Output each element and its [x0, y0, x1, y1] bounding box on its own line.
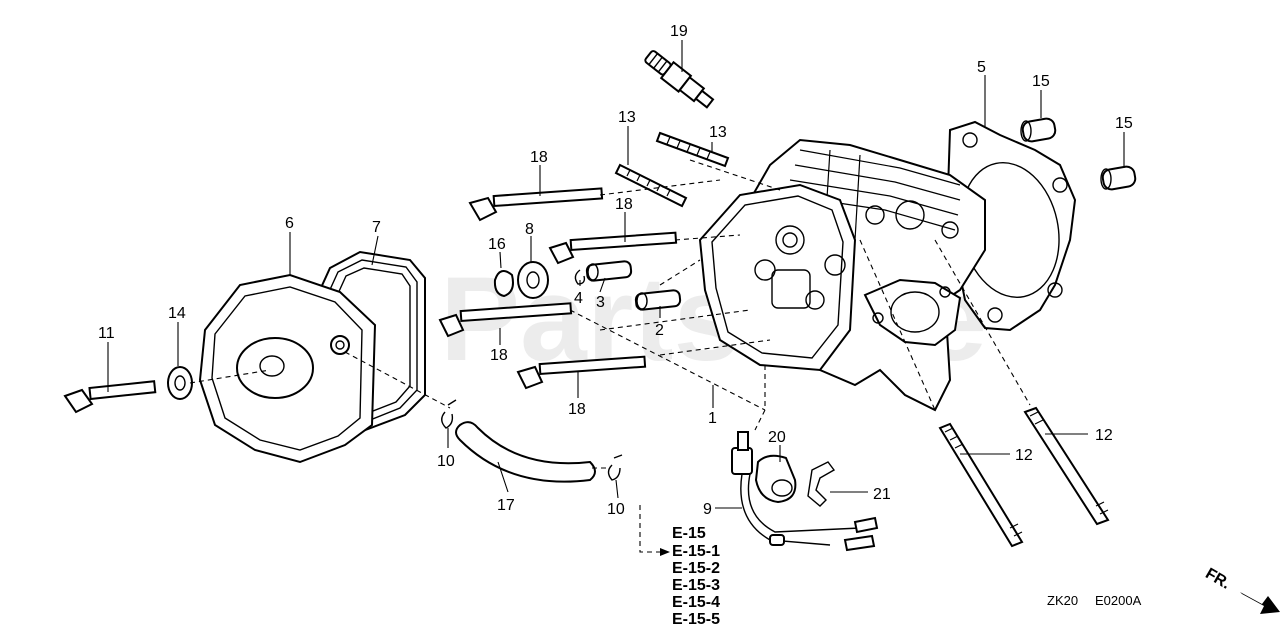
collar — [634, 289, 682, 311]
spark-plug — [644, 50, 715, 109]
reference-e15-2: E-15-2 — [672, 560, 720, 577]
collar — [585, 260, 633, 282]
reference-arrow — [660, 548, 670, 556]
callout-11: 11 — [98, 325, 115, 342]
callout-12a: 12 — [1095, 427, 1113, 444]
callout-13a: 13 — [618, 109, 636, 126]
callout-12b: 12 — [1015, 447, 1033, 464]
flange-bolt — [548, 231, 678, 265]
callout-18b: 18 — [615, 196, 633, 213]
callout-18d: 18 — [568, 401, 586, 418]
head-cover-gasket — [698, 183, 857, 372]
dowel-pin — [1100, 165, 1137, 191]
flange-bolt — [468, 187, 604, 222]
flange-bolt — [516, 355, 647, 390]
callout-17: 17 — [497, 497, 515, 514]
front-direction-indicator: FR. — [1202, 565, 1280, 614]
callout-13b: 13 — [709, 124, 727, 141]
callout-5: 5 — [977, 59, 986, 76]
reference-e15-4: E-15-4 — [672, 594, 720, 611]
head-bolt — [1023, 406, 1110, 526]
front-label: FR. — [1202, 565, 1233, 593]
callout-16: 16 — [488, 236, 506, 253]
washer — [493, 270, 514, 298]
head-cover-washer — [167, 366, 193, 400]
callout-15b: 15 — [1115, 115, 1133, 132]
flange-bolt — [438, 302, 573, 338]
reference-list: E-15 E-15-1 E-15-2 E-15-3 E-15-4 E-15-5 — [672, 525, 720, 628]
callout-9: 9 — [703, 501, 712, 518]
callout-21: 21 — [873, 486, 891, 503]
callout-18a: 18 — [530, 149, 548, 166]
tube-clip — [607, 454, 623, 481]
dowel-pin — [1020, 117, 1057, 143]
diagram-code-2: E0200A — [1095, 593, 1142, 608]
reference-e15: E-15 — [672, 525, 706, 542]
callout-10a: 10 — [437, 453, 455, 470]
callout-1: 1 — [708, 410, 717, 427]
callout-14: 14 — [168, 305, 186, 322]
head-bolt — [938, 422, 1024, 548]
leader-lines — [107, 40, 1125, 553]
callout-3: 3 — [596, 294, 605, 311]
callout-4: 4 — [574, 290, 583, 307]
callout-19: 19 — [670, 23, 688, 40]
callout-15a: 15 — [1032, 73, 1050, 90]
reference-e15-5: E-15-5 — [672, 611, 720, 628]
callout-18c: 18 — [490, 347, 508, 364]
reference-e15-1: E-15-1 — [672, 543, 720, 560]
callout-10b: 10 — [607, 501, 625, 518]
callout-2: 2 — [655, 322, 664, 339]
head-cover — [198, 273, 377, 464]
front-arrow-icon — [1240, 592, 1280, 614]
tube-clip — [441, 399, 457, 429]
clip — [574, 269, 586, 285]
grommet — [754, 454, 797, 504]
oil-level-switch — [731, 431, 879, 552]
breather-tube — [455, 421, 596, 483]
stud-bolt — [655, 131, 730, 168]
seal-washer — [517, 261, 549, 299]
head-cover-bolt — [63, 380, 157, 414]
callout-6: 6 — [285, 215, 294, 232]
callout-8: 8 — [525, 221, 534, 238]
callout-7: 7 — [372, 219, 381, 236]
callout-labels: 1 2 3 4 5 6 7 8 9 10 10 11 12 12 13 13 1… — [98, 23, 1133, 518]
callout-20: 20 — [768, 429, 786, 446]
reference-e15-3: E-15-3 — [672, 577, 720, 594]
diagram-code: ZK20 — [1047, 593, 1078, 608]
wire-clamp — [807, 461, 836, 507]
